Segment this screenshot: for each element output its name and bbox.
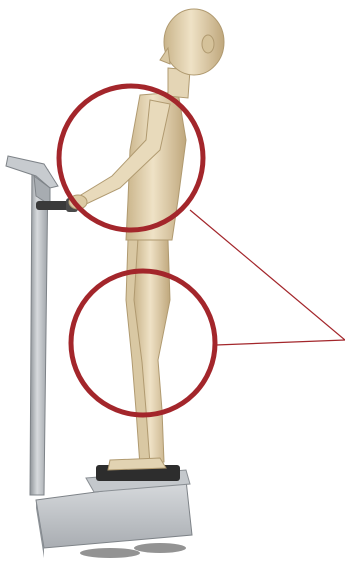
- ear: [202, 35, 214, 53]
- human-figure: [69, 9, 224, 470]
- scale-base: [36, 465, 192, 558]
